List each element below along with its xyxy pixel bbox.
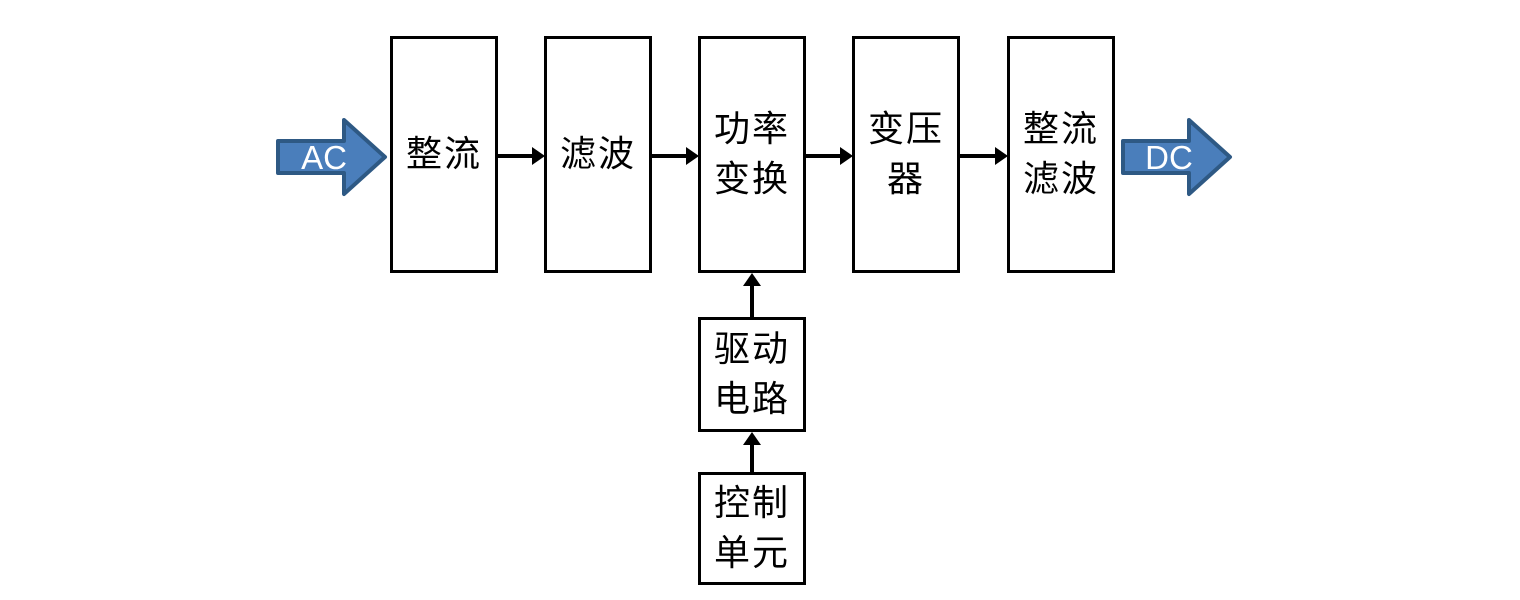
- arrow-head-right-icon: [532, 147, 545, 165]
- ac-arrow-label: AC: [301, 139, 347, 176]
- block-rectifier-filter-label-line1: 整流: [1022, 108, 1099, 150]
- block-control-unit: 控制 单元: [698, 472, 806, 585]
- arrow-transformer-to-rectfilter: [959, 147, 1008, 165]
- block-control-unit-label-line2: 单元: [713, 532, 790, 574]
- arrow-shaft: [651, 154, 688, 158]
- arrow-drive-to-power: [743, 273, 761, 317]
- block-power-conversion-label-line2: 变换: [713, 158, 790, 200]
- ac-arrow-shape: [276, 118, 387, 196]
- dc-arrow-label: DC: [1145, 139, 1193, 176]
- block-drive-circuit: 驱动 电路: [698, 317, 806, 432]
- block-rectifier-filter-label-line2: 滤波: [1022, 158, 1099, 200]
- ac-input-arrow: AC: [276, 118, 387, 196]
- block-drive-circuit-label-line2: 电路: [713, 378, 790, 420]
- block-power-conversion: 功率 变换: [698, 36, 806, 273]
- arrow-shaft: [750, 284, 754, 317]
- arrow-head-right-icon: [995, 147, 1008, 165]
- block-power-conversion-label-line1: 功率: [713, 108, 790, 150]
- block-drive-circuit-label-line1: 驱动: [713, 328, 790, 370]
- arrow-shaft: [805, 154, 842, 158]
- arrow-filter-to-power: [651, 147, 699, 165]
- block-rectifier-label: 整流: [405, 133, 482, 175]
- arrow-control-to-drive: [743, 432, 761, 472]
- block-filter: 滤波: [544, 36, 652, 273]
- block-control-unit-label-line1: 控制: [713, 482, 790, 524]
- arrow-shaft: [497, 154, 534, 158]
- block-filter-label: 滤波: [559, 133, 636, 175]
- arrow-power-to-transformer: [805, 147, 853, 165]
- block-transformer-label-line2: 器: [886, 158, 925, 200]
- block-transformer-label-line1: 变压: [867, 108, 944, 150]
- dc-output-arrow: DC: [1121, 118, 1232, 196]
- block-rectifier-filter: 整流 滤波: [1007, 36, 1115, 273]
- arrow-shaft: [959, 154, 997, 158]
- arrow-rectifier-to-filter: [497, 147, 545, 165]
- block-transformer: 变压 器: [852, 36, 960, 273]
- arrow-head-up-icon: [743, 273, 761, 286]
- arrow-head-up-icon: [743, 432, 761, 445]
- arrow-head-right-icon: [686, 147, 699, 165]
- arrow-shaft: [750, 443, 754, 472]
- block-rectifier: 整流: [390, 36, 498, 273]
- arrow-head-right-icon: [840, 147, 853, 165]
- dc-arrow-shape: [1121, 118, 1232, 196]
